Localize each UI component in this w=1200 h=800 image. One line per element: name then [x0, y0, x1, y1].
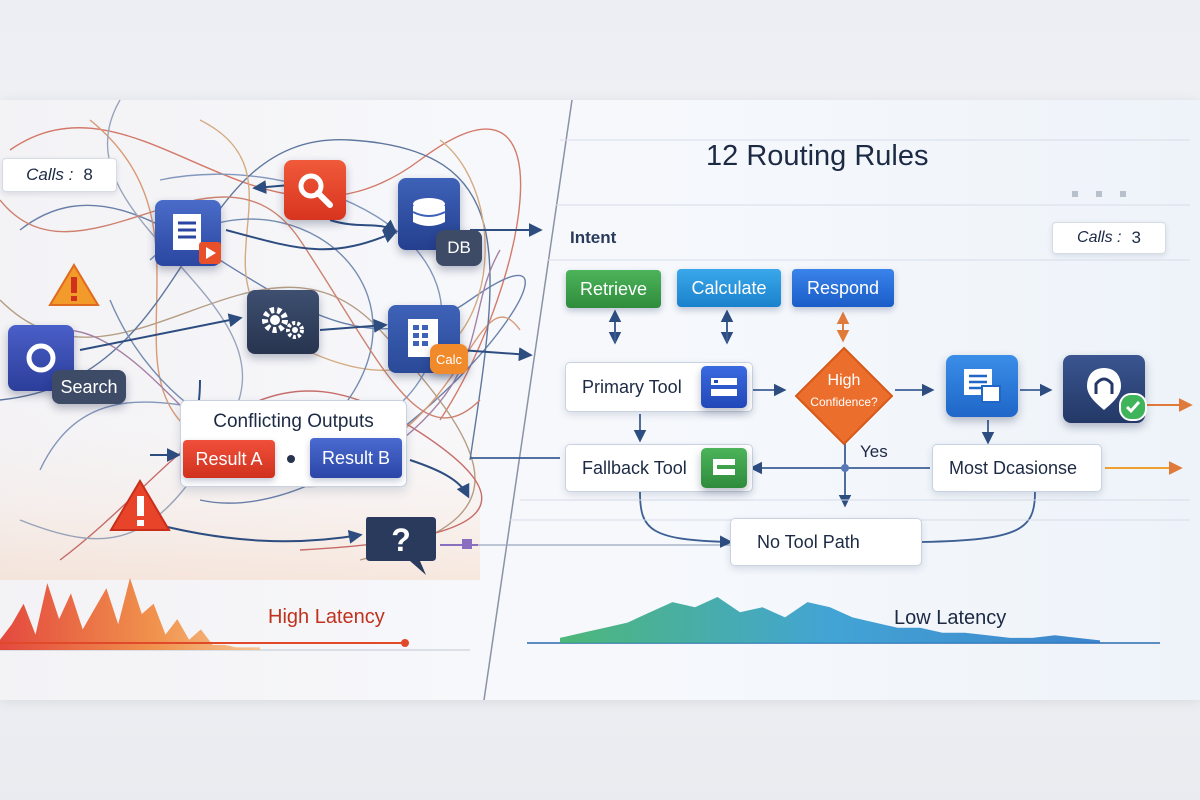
calls-label: Calls :	[26, 165, 74, 184]
result-a-button[interactable]: Result A	[183, 440, 275, 478]
calls-counter-right: Calls : 3	[1052, 222, 1166, 254]
primary-tool-icon	[701, 366, 747, 408]
search-label: Search	[60, 376, 118, 397]
primary-tool-label: Primary Tool	[582, 376, 682, 397]
result-a-label: Result A	[195, 448, 263, 469]
window-controls	[1072, 184, 1126, 202]
verified-output-node[interactable]	[1063, 355, 1147, 423]
question-icon: ?	[362, 513, 440, 577]
db-label-badge: DB	[436, 230, 482, 266]
low-latency-area	[560, 597, 1100, 643]
high-latency-chart	[0, 578, 470, 651]
document-icon	[173, 214, 201, 250]
fallback-tool-icon	[701, 448, 747, 488]
document-tool-tile[interactable]	[155, 200, 221, 266]
db-icon	[412, 198, 446, 226]
no-tool-path-node[interactable]: No Tool Path	[730, 518, 922, 566]
calls-value-right: 3	[1131, 228, 1141, 247]
calculate-label: Calculate	[691, 277, 767, 298]
calc-label-badge: Calc	[430, 344, 468, 374]
play-badge-icon	[199, 242, 221, 264]
high-latency-area	[0, 578, 260, 650]
check-badge-icon	[1119, 393, 1147, 421]
svg-text:?: ?	[391, 522, 411, 558]
response-node[interactable]: Most Dcasionse	[932, 444, 1102, 492]
search-label-badge: Search	[52, 370, 126, 404]
gear-icon	[262, 307, 304, 339]
calculate-button[interactable]: Calculate	[677, 269, 781, 307]
fallback-tool-label: Fallback Tool	[582, 457, 687, 478]
yes-label: Yes	[860, 442, 888, 461]
calc-label: Calc	[435, 351, 462, 367]
search-tool-tile[interactable]	[284, 160, 346, 220]
respond-label: Respond	[806, 277, 880, 298]
decision-line-1: High	[827, 372, 861, 389]
separator-dot	[287, 455, 295, 463]
calls-label-right: Calls :	[1077, 229, 1122, 246]
magnifier-icon	[298, 173, 333, 208]
conflict-title: Conflicting Outputs	[213, 411, 374, 432]
decision-node[interactable]: High Confidence?	[793, 345, 895, 447]
gear-tool-tile[interactable]	[247, 290, 319, 354]
no-tool-path-label: No Tool Path	[757, 531, 860, 552]
shield-check-icon	[1087, 368, 1121, 410]
result-b-button[interactable]: Result B	[310, 438, 402, 478]
respond-button[interactable]: Respond	[792, 269, 894, 307]
retrieve-button[interactable]: Retrieve	[566, 270, 661, 308]
calls-value: 8	[83, 165, 93, 184]
retrieve-label: Retrieve	[579, 278, 648, 299]
low-latency-chart	[527, 597, 1160, 644]
copy-document-icon	[964, 369, 1001, 403]
db-label: DB	[447, 238, 471, 257]
warning-icon-2	[108, 478, 172, 534]
result-b-label: Result B	[321, 447, 391, 468]
calls-counter-left: Calls : 8	[2, 158, 117, 192]
low-latency-label: Low Latency	[894, 607, 1007, 629]
db-tool-tile[interactable]	[398, 178, 460, 250]
document-node[interactable]	[946, 355, 1018, 417]
intent-label: Intent	[570, 228, 617, 247]
response-label: Most Dcasionse	[949, 457, 1078, 478]
page-title: 12 Routing Rules	[706, 140, 929, 172]
search-icon	[26, 343, 56, 373]
high-latency-label: High Latency	[268, 606, 385, 628]
warning-icon	[48, 262, 100, 308]
decision-line-2: Confidence?	[810, 395, 878, 409]
